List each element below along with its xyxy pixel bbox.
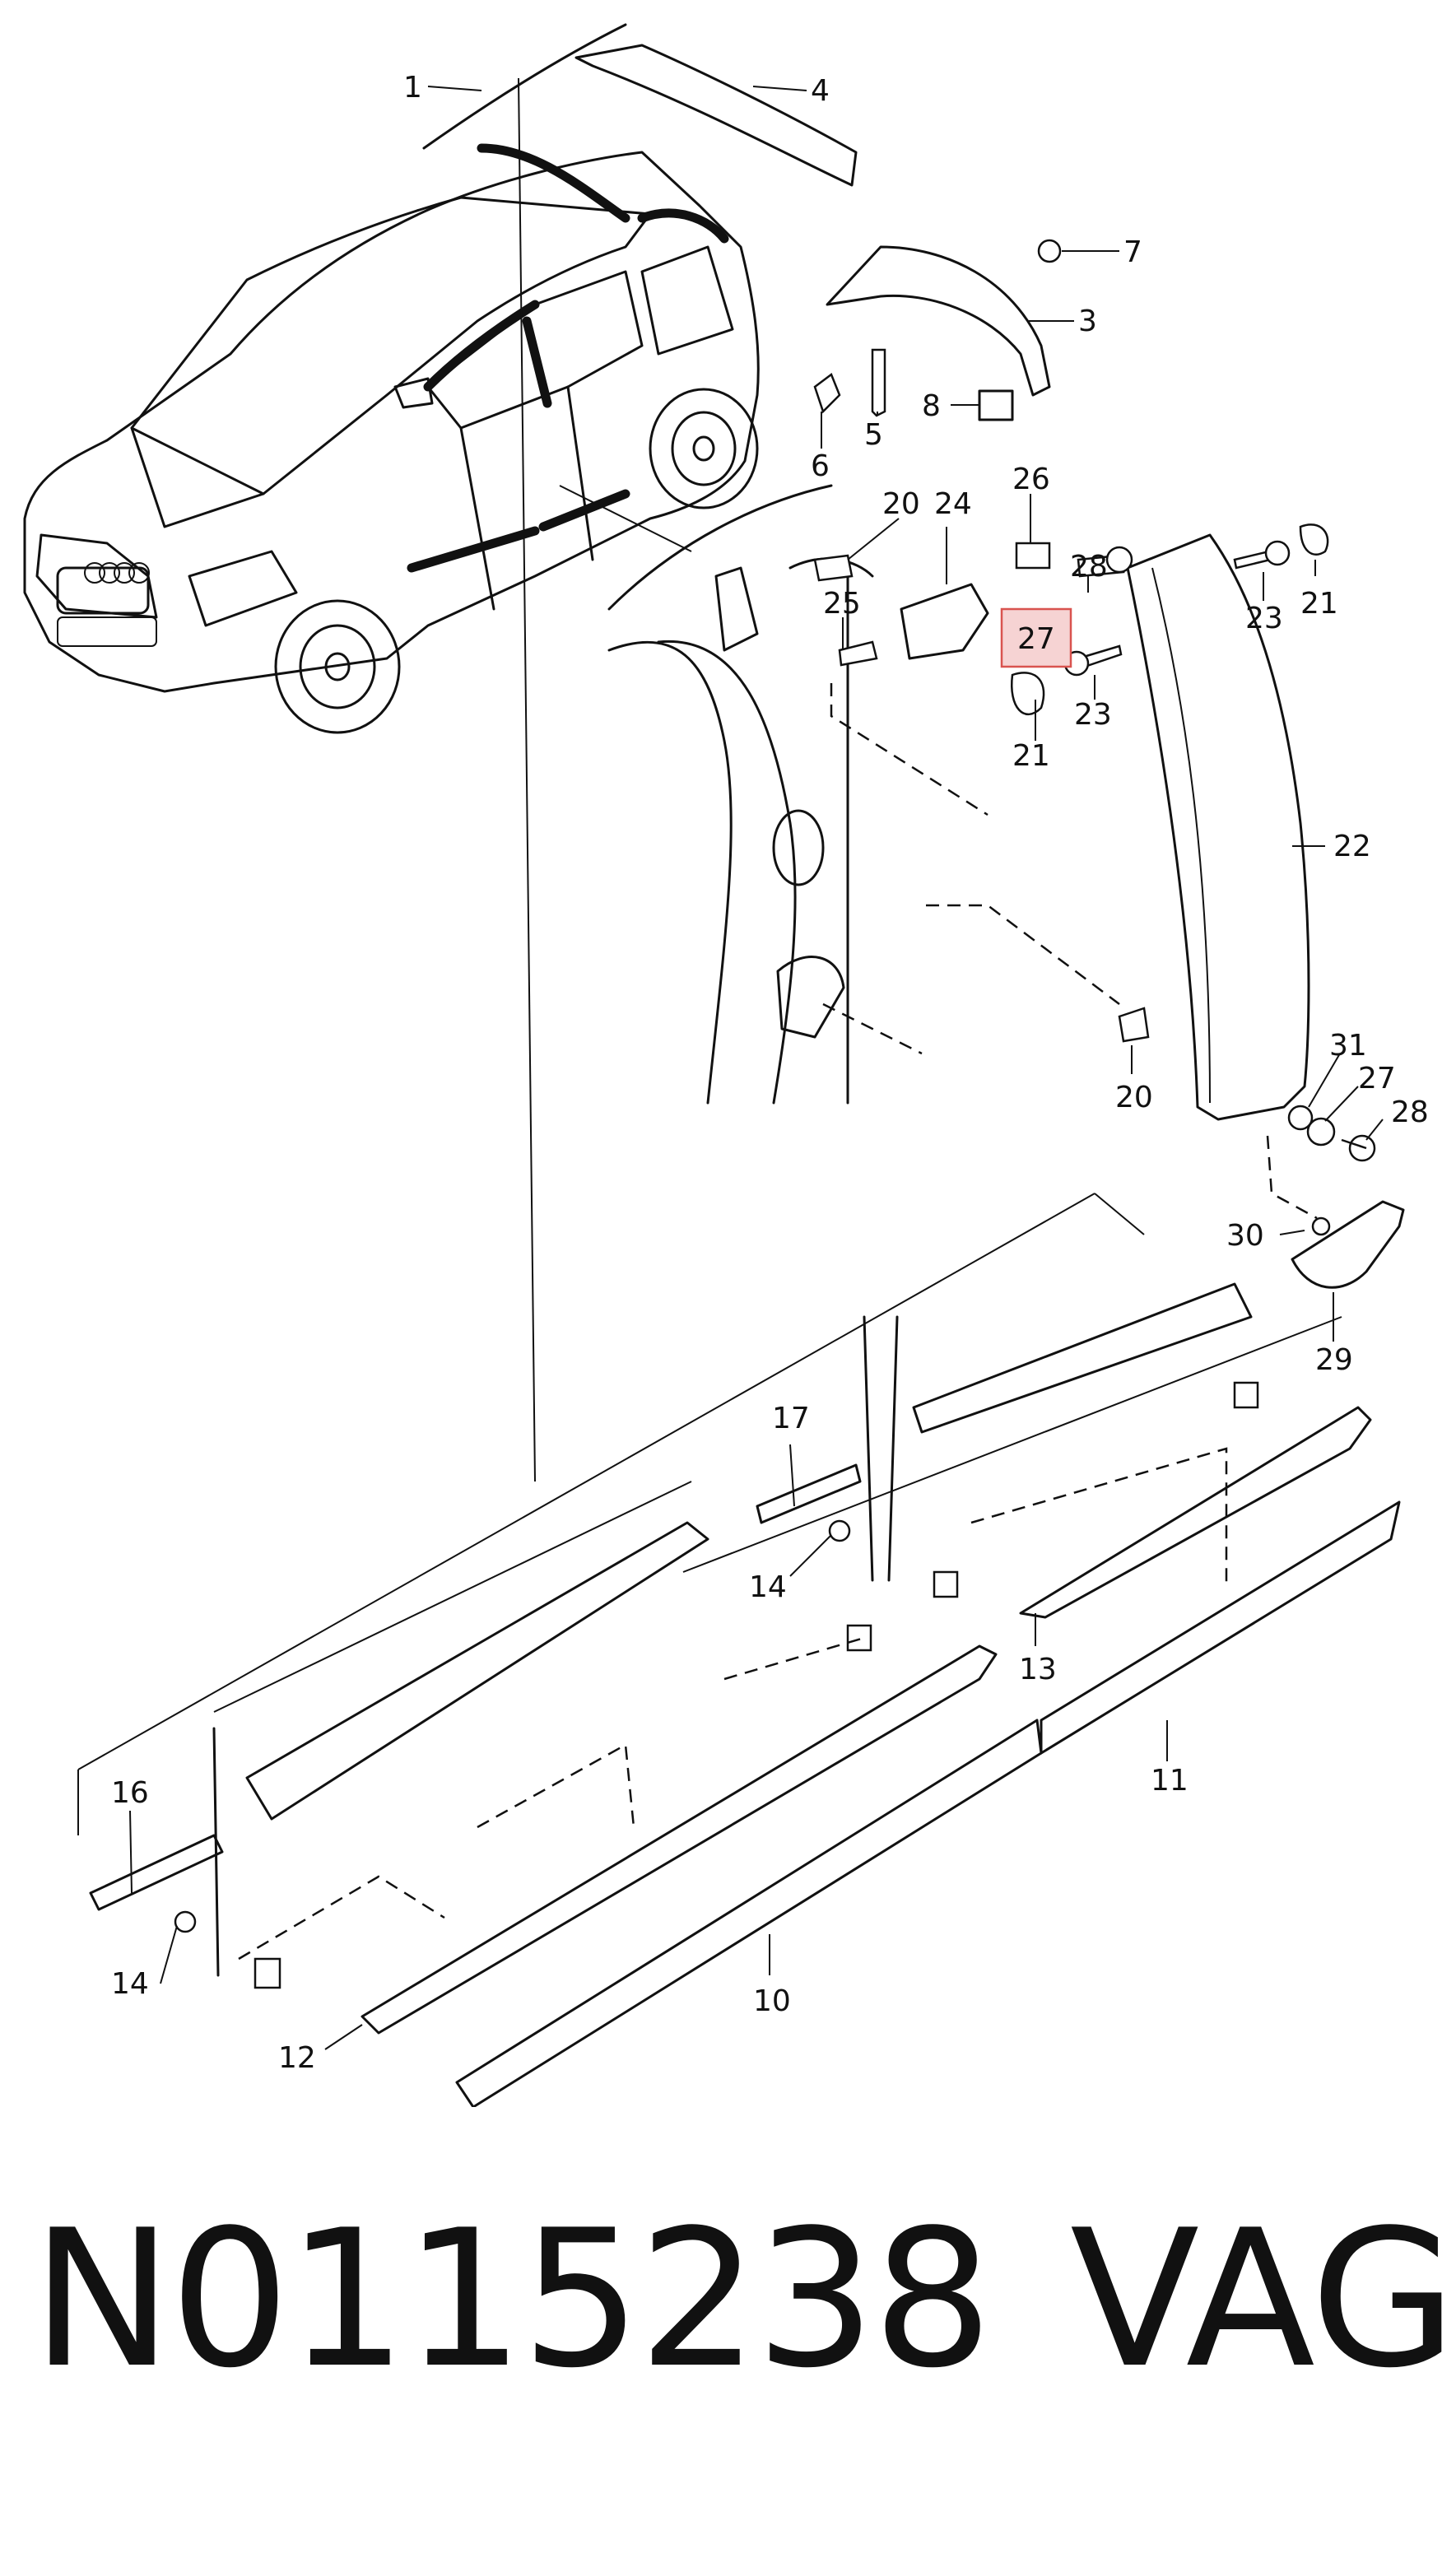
callout-label: 28 [1391, 1095, 1429, 1129]
clip-25 [838, 640, 878, 667]
screw-14 [174, 1910, 197, 1933]
clip-20b [1118, 1007, 1150, 1043]
callout-label: 1 [403, 71, 422, 105]
callout-label: 16 [111, 1776, 149, 1810]
washer-31 [1287, 1105, 1314, 1131]
callout-label: 21 [1300, 587, 1338, 621]
wheel-arch-trim-3 [826, 245, 1051, 397]
nut-30 [1311, 1216, 1331, 1236]
callout-label: 27 [1358, 1062, 1396, 1095]
sill-assembly [77, 1193, 1401, 2107]
callout-label: 20 [1115, 1081, 1153, 1114]
callout-label: 21 [1012, 739, 1050, 773]
callout-label: 10 [753, 1984, 791, 2018]
callout-label: 24 [934, 487, 972, 521]
callout-label: 12 [278, 2041, 316, 2075]
callout-label: 30 [1226, 1219, 1264, 1253]
callout-label: 5 [864, 418, 883, 452]
callout-label: 14 [749, 1570, 787, 1604]
bracket-24 [900, 583, 989, 660]
callout-label: 14 [111, 1967, 149, 2001]
callout-label: 20 [882, 487, 920, 521]
brand-name: VAG [1070, 2190, 1456, 2410]
callout-label: 28 [1070, 550, 1108, 584]
roof-strip-4 [574, 44, 858, 187]
part-number: N0115238 [31, 2190, 993, 2410]
washer-27b [1306, 1117, 1336, 1147]
bolt-28b [1348, 1134, 1376, 1162]
clip-7 [1037, 239, 1062, 263]
cap-21 [1010, 672, 1045, 715]
sill-molding-12 [361, 1644, 998, 2035]
callout-label: 29 [1315, 1343, 1353, 1377]
leader-lines [129, 86, 1384, 2050]
cover-29 [1291, 1200, 1405, 1289]
callout-label: 23 [1074, 698, 1112, 732]
exploded-parts-diagram: 1 4 7 3 8 6 5 20 24 26 21 23 25 28 27 21… [23, 23, 1429, 2107]
callout-label: 8 [922, 389, 941, 423]
highlight-box [1000, 607, 1072, 668]
callout-label: 7 [1123, 235, 1142, 269]
callout-label: 22 [1333, 830, 1371, 863]
callout-label: 3 [1078, 305, 1097, 338]
callout-label: 17 [772, 1402, 810, 1435]
clip-26 [1015, 542, 1051, 570]
callout-labels: 1 4 7 3 8 6 5 20 24 26 21 23 25 28 27 21… [111, 71, 1429, 2075]
screw-5 [871, 348, 886, 417]
callout-label: 26 [1012, 463, 1050, 496]
roof-strip-1 [422, 23, 627, 150]
caption-bar: N0115238 VAG [0, 2206, 1456, 2469]
side-protection-strip-11 [1040, 1500, 1401, 1755]
sill-trim-17 [756, 1463, 862, 1524]
pad-8 [978, 389, 1014, 421]
callout-label: 23 [1245, 602, 1283, 635]
pillar-body [607, 484, 833, 611]
pillar-trim-22 [1126, 533, 1310, 1121]
leader-line-main [518, 77, 536, 1482]
cap-21b [1299, 523, 1329, 556]
callout-label: 6 [811, 449, 830, 483]
car-illustration [23, 143, 760, 734]
sill-trim-16 [89, 1834, 224, 1911]
screw-14b [828, 1519, 851, 1542]
callout-label: 13 [1019, 1653, 1057, 1686]
clip-20 [813, 554, 854, 582]
callout-label: 25 [823, 587, 861, 621]
callout-label highlighted-callout-27: 27 [1017, 622, 1055, 656]
callout-label: 31 [1329, 1029, 1367, 1063]
callout-label: 4 [811, 74, 830, 108]
sill-molding-13 [1019, 1406, 1372, 1619]
callout-label: 11 [1151, 1764, 1189, 1798]
clip-6 [813, 373, 841, 414]
